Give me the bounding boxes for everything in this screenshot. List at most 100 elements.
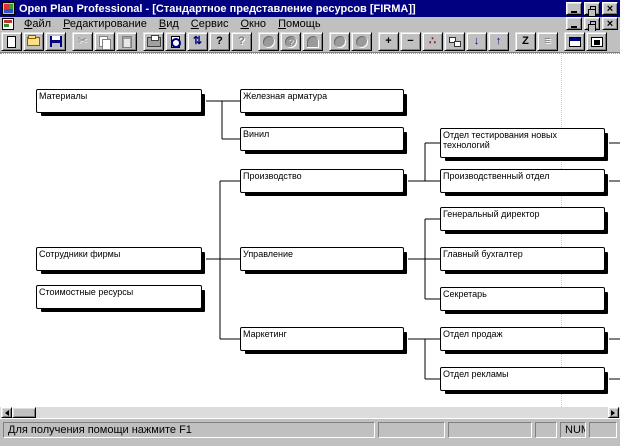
- arch-tool-button: [302, 32, 323, 51]
- save-button[interactable]: [45, 32, 66, 51]
- tree-node-vinyl[interactable]: Винил: [240, 127, 404, 151]
- status-panel-3: [535, 422, 557, 438]
- child-close-icon: ×: [606, 17, 614, 30]
- org-step-button[interactable]: [444, 32, 465, 51]
- move-down-button[interactable]: ↓: [466, 32, 487, 51]
- move-up-button[interactable]: ↑: [488, 32, 509, 51]
- tree-node-production[interactable]: Производство: [240, 169, 404, 193]
- toolbar: ✂ ⇅ ? ? + − ∴ ↓ ↑ Z ≡: [0, 31, 620, 53]
- tree-node-chief-accountant[interactable]: Главный бухгалтер: [440, 247, 605, 271]
- save-icon: [49, 36, 62, 47]
- tree-node-iron[interactable]: Железная арматура: [240, 89, 404, 113]
- exchange-button[interactable]: ⇅: [187, 32, 208, 51]
- print-icon: [146, 34, 161, 47]
- tree-node-marketing[interactable]: Маркетинг: [240, 327, 404, 351]
- status-message: Для получения помощи нажмите F1: [3, 422, 375, 438]
- add-node-icon: +: [385, 35, 392, 47]
- status-bar: Для получения помощи нажмите F1 NUM: [0, 418, 620, 440]
- scroll-left-button[interactable]: [1, 407, 12, 418]
- menu-help[interactable]: Помощь: [278, 17, 321, 30]
- menu-window[interactable]: Окно: [240, 17, 267, 30]
- zoom-z-button[interactable]: Z: [515, 32, 536, 51]
- status-panel-1: [378, 422, 445, 438]
- tree-node-sales-dept[interactable]: Отдел продаж: [440, 327, 605, 351]
- circle-tool-3-button: [351, 32, 372, 51]
- scroll-right-icon: [611, 409, 618, 416]
- circle-tool-icon: [262, 35, 275, 48]
- window-title: Open Plan Professional - [Стандартное пр…: [19, 2, 416, 15]
- circle-resource-icon: [284, 35, 297, 48]
- print-button[interactable]: [143, 32, 164, 51]
- move-down-icon: ↓: [473, 35, 480, 47]
- menu-service[interactable]: Сервис: [190, 17, 229, 30]
- help-icon: ?: [216, 35, 223, 47]
- close-button[interactable]: ×: [602, 2, 618, 15]
- child-minimize-icon: [571, 25, 577, 28]
- menu-bar: Файл Редактирование Вид Сервис Окно Помо…: [0, 17, 620, 32]
- print-preview-button[interactable]: [165, 32, 186, 51]
- child-minimize-button[interactable]: [566, 17, 582, 30]
- window-split-button[interactable]: [564, 32, 585, 51]
- tree-node-staff[interactable]: Сотрудники фирмы: [36, 247, 202, 271]
- status-panel-4: [589, 422, 617, 438]
- arch-tool-icon: [306, 35, 319, 48]
- notes-button: ≡: [537, 32, 558, 51]
- tree-node-cost-resources[interactable]: Стоимостные ресурсы: [36, 285, 202, 309]
- tree-node-testing-dept[interactable]: Отдел тестирования новых технологий: [440, 128, 605, 158]
- horizontal-scrollbar[interactable]: [0, 407, 620, 418]
- copy-icon: [99, 35, 111, 50]
- add-node-button[interactable]: +: [378, 32, 399, 51]
- new-file-icon: [7, 35, 16, 48]
- menu-edit[interactable]: Редактирование: [63, 17, 147, 30]
- tree-node-materials[interactable]: Материалы: [36, 89, 202, 113]
- tree-node-ads-dept[interactable]: Отдел рекламы: [440, 367, 605, 391]
- new-file-button[interactable]: [1, 32, 22, 51]
- restore-button[interactable]: [584, 2, 600, 17]
- scroll-right-button[interactable]: [608, 407, 619, 418]
- minimize-button[interactable]: [566, 2, 582, 15]
- paste-icon: [121, 35, 132, 48]
- scrollbar-thumb[interactable]: [12, 407, 36, 418]
- open-folder-icon: [27, 35, 40, 46]
- context-help-icon: ?: [238, 35, 245, 47]
- menu-view[interactable]: Вид: [158, 17, 179, 30]
- notes-icon: ≡: [544, 35, 551, 47]
- restore-icon: [588, 5, 596, 17]
- paste-button: [116, 32, 137, 51]
- window-split-icon: [568, 36, 581, 47]
- status-panel-2: [448, 422, 532, 438]
- menu-file[interactable]: Файл: [24, 17, 52, 30]
- zoom-z-icon: Z: [522, 35, 529, 47]
- tree-node-production-dept[interactable]: Производственный отдел: [440, 169, 605, 193]
- child-restore-button[interactable]: [584, 17, 600, 32]
- page-break-line: [0, 53, 620, 54]
- cut-icon: ✂: [77, 35, 88, 47]
- scroll-left-icon: [2, 409, 9, 416]
- app-icon[interactable]: [2, 2, 15, 15]
- help-button[interactable]: ?: [209, 32, 230, 51]
- document-icon[interactable]: [2, 17, 14, 30]
- circle-tool-button: [258, 32, 279, 51]
- child-restore-icon: [588, 20, 596, 32]
- link-nodes-icon: ∴: [429, 35, 436, 47]
- status-num-indicator: NUM: [560, 422, 586, 438]
- window-new-button[interactable]: [586, 32, 607, 51]
- tree-node-general-director[interactable]: Генеральный директор: [440, 207, 605, 231]
- window-new-icon: [590, 36, 603, 47]
- remove-node-button[interactable]: −: [400, 32, 421, 51]
- copy-button: [94, 32, 115, 51]
- diagram-canvas[interactable]: Материалы Железная арматура Винил Отдел …: [0, 53, 620, 407]
- move-up-icon: ↑: [495, 35, 502, 47]
- open-button[interactable]: [23, 32, 44, 51]
- circle-resource-button: [280, 32, 301, 51]
- cut-button: ✂: [72, 32, 93, 51]
- exchange-icon: ⇅: [192, 35, 203, 47]
- child-close-button[interactable]: ×: [602, 17, 618, 30]
- tree-connectors: [206, 100, 620, 380]
- tree-node-management[interactable]: Управление: [240, 247, 404, 271]
- title-bar: Open Plan Professional - [Стандартное пр…: [0, 0, 620, 17]
- tree-node-secretary[interactable]: Секретарь: [440, 287, 605, 311]
- circle-tool-3-icon: [355, 35, 368, 48]
- link-nodes-button[interactable]: ∴: [422, 32, 443, 51]
